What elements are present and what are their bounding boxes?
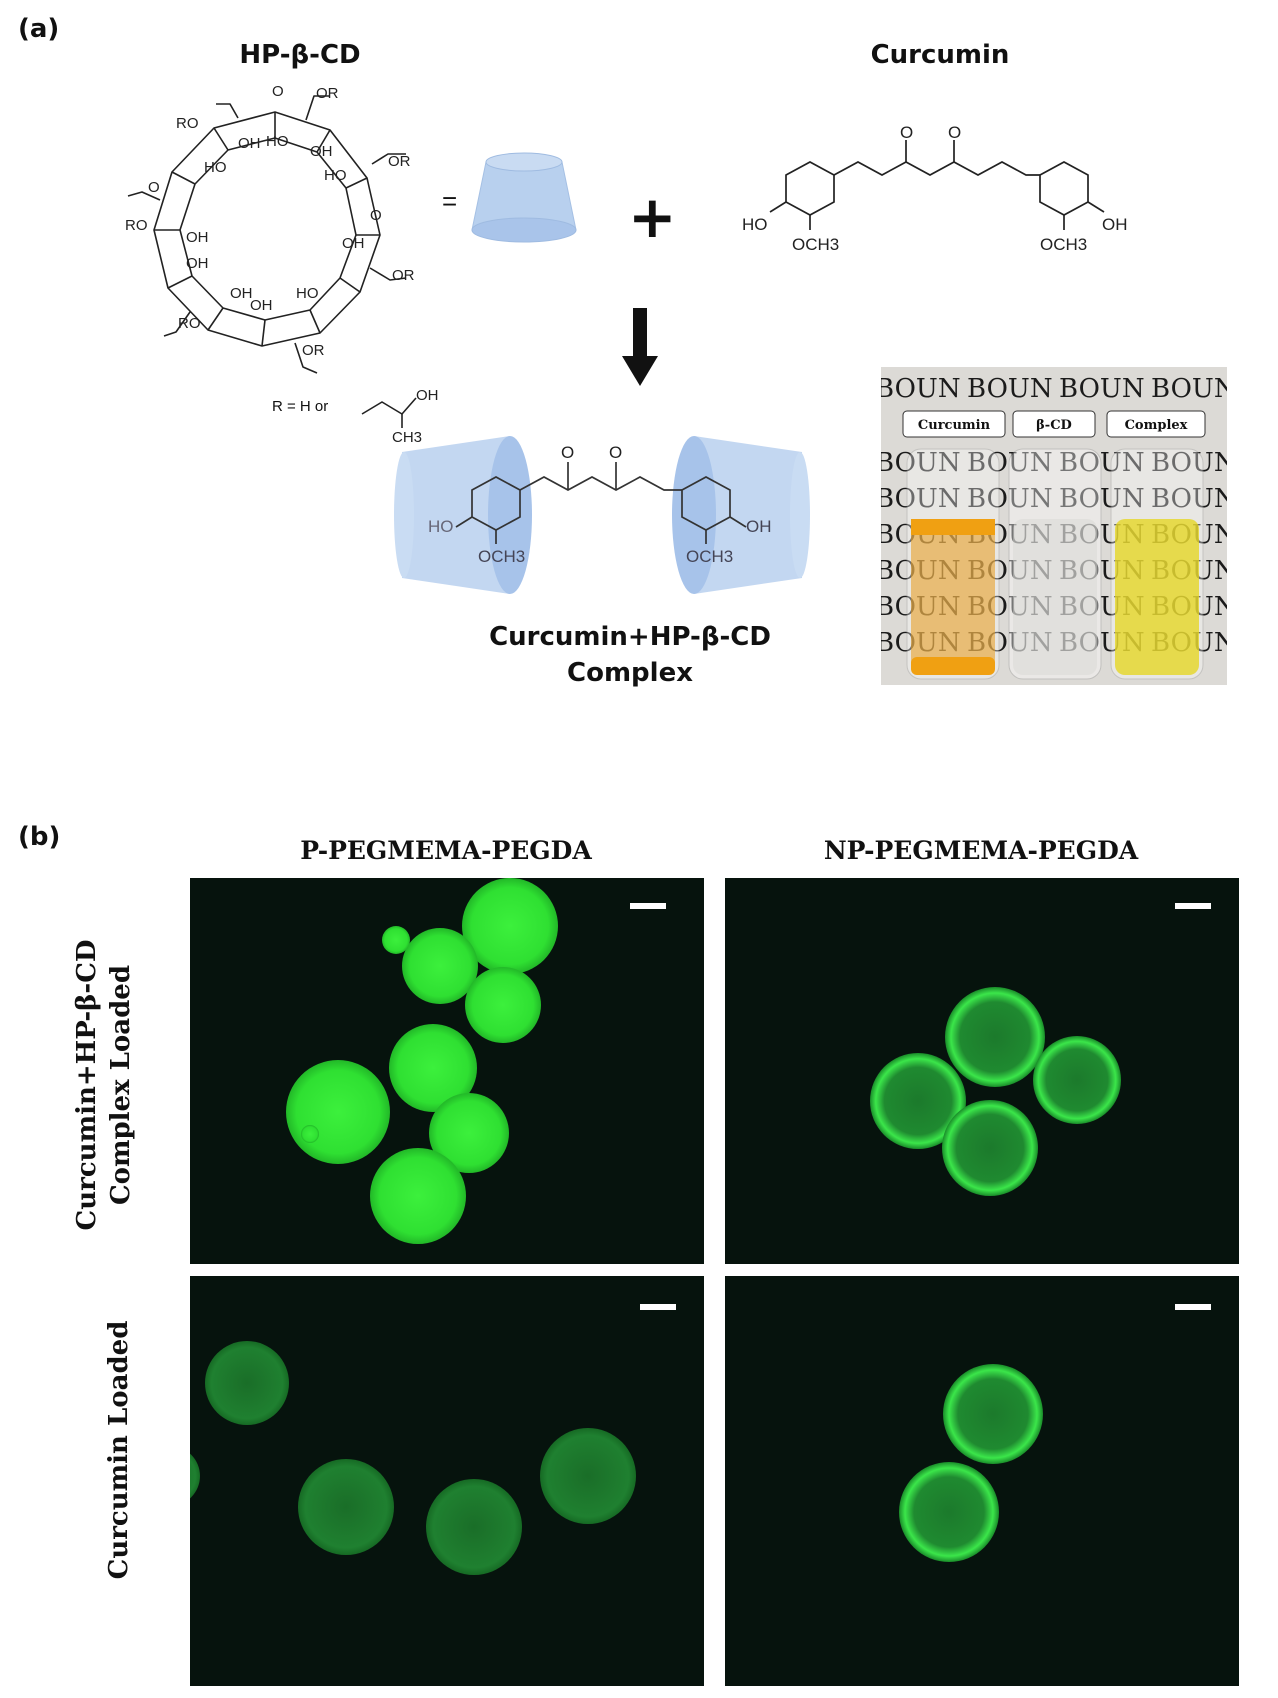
vial-complex (1110, 448, 1204, 680)
svg-text:BOUN: BOUN (881, 448, 961, 478)
svg-text:OR: OR (302, 342, 325, 359)
svg-text:CH3: CH3 (392, 429, 422, 444)
svg-text:BOUN: BOUN (967, 448, 1053, 478)
svg-text:HO: HO (296, 285, 319, 302)
hpbcd-structure: OR RO OH HO OH HO OR HO RO OH OH OH OR O… (125, 83, 415, 374)
svg-text:HO: HO (742, 215, 768, 234)
svg-text:BOUN: BOUN (1151, 448, 1227, 478)
svg-text:BOUN: BOUN (881, 484, 961, 514)
equals-sign: = (442, 186, 458, 216)
vials-photo: BOUN BOUN BOUN BOUN BOUN BOUN BOUN BOUN … (881, 367, 1227, 685)
svg-text:OH: OH (416, 387, 439, 404)
svg-text:BOUN: BOUN (967, 374, 1053, 404)
svg-text:OH: OH (250, 297, 273, 314)
svg-text:OH: OH (186, 255, 209, 272)
row-label-complex: Curcumin+HP-β-CD Complex Loaded (72, 939, 136, 1231)
hydroxypropyl-group: OH CH3 (361, 387, 439, 444)
svg-text:O: O (272, 83, 284, 100)
cyclodextrin-cone-icon (471, 152, 577, 243)
row-label-curcumin: Curcumin Loaded (104, 1320, 134, 1580)
svg-text:RO: RO (176, 115, 199, 132)
svg-text:OH: OH (238, 135, 261, 152)
svg-text:BOUN: BOUN (1059, 374, 1145, 404)
vial-beta-cd (1008, 448, 1102, 680)
tag-curcumin: Curcumin (918, 418, 991, 433)
micrograph-p-complex (190, 878, 704, 1264)
plus-sign: + (628, 183, 677, 251)
svg-text:BOUN: BOUN (1059, 484, 1145, 514)
svg-text:O: O (370, 207, 382, 224)
col-header-np: NP-PEGMEMA-PEGDA (823, 836, 1139, 865)
svg-text:OR: OR (392, 267, 415, 284)
svg-text:OCH3: OCH3 (792, 235, 839, 254)
col-header-p: P-PEGMEMA-PEGDA (300, 836, 592, 865)
svg-text:RO: RO (178, 315, 201, 332)
complex-structure: O O HO OCH3 OH OCH3 (394, 436, 810, 594)
svg-text:HO: HO (266, 133, 289, 150)
svg-text:BOUN: BOUN (967, 484, 1053, 514)
svg-text:BOUN: BOUN (881, 374, 961, 404)
svg-text:OR: OR (316, 85, 339, 102)
svg-text:BOUN: BOUN (1059, 448, 1145, 478)
svg-text:O: O (900, 123, 913, 142)
svg-text:O: O (609, 443, 622, 462)
svg-text:BOUN: BOUN (1151, 374, 1227, 404)
micrograph-p-curcumin (190, 1276, 704, 1686)
svg-text:BOUN: BOUN (1151, 484, 1227, 514)
r-definition: R = H or (272, 398, 329, 415)
tag-complex: Complex (1125, 418, 1188, 433)
svg-text:HO: HO (324, 167, 347, 184)
curcumin-title: Curcumin (870, 40, 1010, 70)
tag-beta-cd: β-CD (1036, 418, 1072, 433)
curcumin-structure: O O HO OCH3 OH OCH3 (742, 123, 1128, 254)
svg-text:O: O (561, 443, 574, 462)
svg-text:OR: OR (388, 153, 411, 170)
svg-text:O: O (148, 179, 160, 196)
svg-text:HO: HO (428, 517, 454, 536)
svg-text:OH: OH (230, 285, 253, 302)
hpbcd-title: HP-β-CD (239, 40, 361, 70)
svg-text:OH: OH (1102, 215, 1128, 234)
svg-text:RO: RO (125, 217, 148, 234)
micrograph-np-complex (725, 878, 1239, 1264)
svg-text:OCH3: OCH3 (1040, 235, 1087, 254)
micrograph-np-curcumin (725, 1276, 1239, 1686)
arrow-down-icon (622, 308, 658, 386)
svg-text:HO: HO (204, 159, 227, 176)
svg-text:O: O (948, 123, 961, 142)
svg-text:OH: OH (342, 235, 365, 252)
svg-text:OH: OH (310, 143, 333, 160)
svg-text:OH: OH (746, 517, 772, 536)
vial-curcumin (906, 448, 1000, 680)
svg-text:OCH3: OCH3 (686, 547, 733, 566)
panel-b-label: (b) (18, 822, 61, 852)
svg-text:OCH3: OCH3 (478, 547, 525, 566)
complex-title-line1: Curcumin+HP-β-CD (489, 622, 771, 652)
svg-text:OH: OH (186, 229, 209, 246)
complex-title-line2: Complex (567, 658, 693, 688)
panel-a-label: (a) (18, 14, 60, 44)
